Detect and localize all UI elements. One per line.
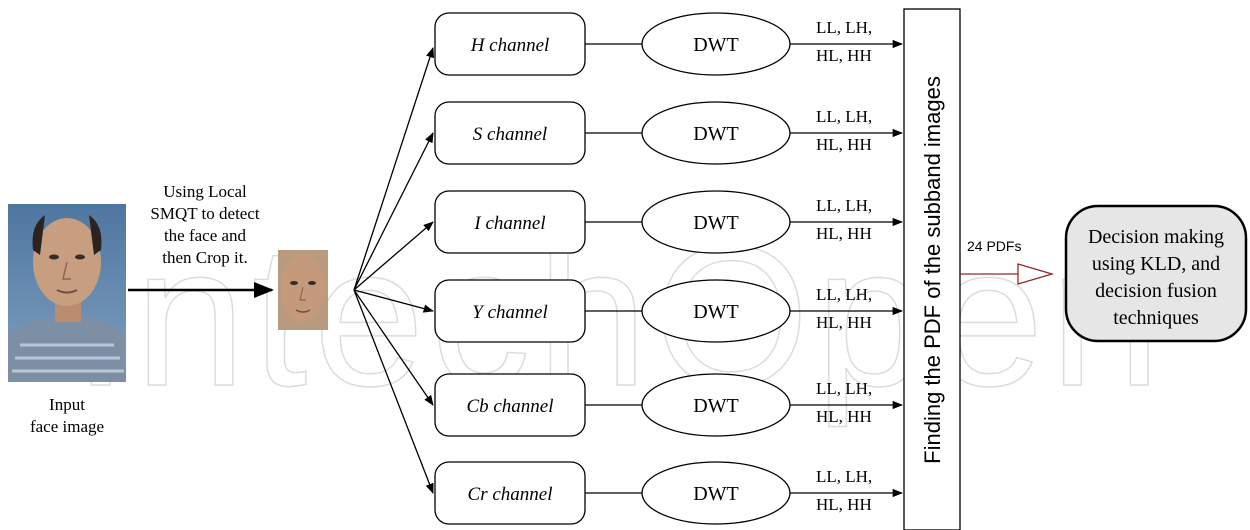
pdf-to-decision-arrow (960, 263, 1055, 285)
dwt-label-cb: DWT (693, 395, 739, 417)
subband-line2-h: HL, HH (816, 46, 872, 65)
pdf-block (903, 8, 961, 530)
decision-line-2: using KLD, and (1092, 253, 1220, 275)
input-label-line2: face image (30, 417, 104, 436)
channel-label-y: Y channel (472, 302, 547, 323)
detect-line-2: SMQT to detect (150, 204, 260, 223)
detect-line-1: Using Local (163, 182, 247, 201)
subband-line1-cb: LL, LH, (816, 379, 872, 398)
subband-line1-y: LL, LH, (816, 285, 872, 304)
subband-line2-cr: HL, HH (816, 495, 872, 514)
watermark-text: IntechOpen (73, 205, 1167, 428)
channel-row-cr: Cr channel DWT LL, LH, HL, HH (434, 461, 904, 525)
channel-row-h: H channel DWT LL, LH, HL, HH (434, 12, 904, 76)
decision-box (1064, 204, 1248, 343)
cropped-face (278, 250, 328, 330)
dwt-label-y: DWT (693, 301, 739, 323)
decision-line-1: Decision making (1088, 226, 1224, 248)
subband-line1-cr: LL, LH, (816, 467, 872, 486)
subband-line1-h: LL, LH, (816, 18, 872, 37)
channel-label-cr: Cr channel (468, 484, 553, 505)
channel-label-i: I channel (473, 213, 545, 234)
subband-line1-i: LL, LH, (816, 196, 872, 215)
dwt-label-h: DWT (693, 34, 739, 56)
channel-label-s: S channel (473, 124, 547, 145)
channel-row-cb: Cb channel DWT LL, LH, HL, HH (434, 373, 904, 437)
decision-line-4: techniques (1113, 307, 1199, 329)
pdf-block-label: Finding the PDF of the subband images (920, 76, 945, 464)
fanout-arrows (353, 47, 435, 494)
channel-label-h: H channel (470, 35, 550, 56)
detect-line-3: the face and (164, 226, 247, 245)
detect-line-4: then Crop it. (162, 248, 247, 267)
subband-line2-i: HL, HH (816, 224, 872, 243)
channel-row-i: I channel DWT LL, LH, HL, HH (434, 190, 904, 254)
channel-row-s: S channel DWT LL, LH, HL, HH (434, 101, 904, 165)
input-face-photo (8, 204, 126, 382)
dwt-label-cr: DWT (693, 483, 739, 505)
channel-label-cb: Cb channel (466, 396, 553, 417)
pdf-count-label: 24 PDFs (967, 238, 1021, 254)
subband-line2-cb: HL, HH (816, 407, 872, 426)
decision-line-3: decision fusion (1095, 280, 1217, 302)
dwt-label-i: DWT (693, 212, 739, 234)
dwt-label-s: DWT (693, 123, 739, 145)
subband-line2-y: HL, HH (816, 313, 872, 332)
subband-line2-s: HL, HH (816, 135, 872, 154)
input-label-line1: Input (49, 395, 85, 414)
subband-line1-s: LL, LH, (816, 107, 872, 126)
decision-text: Decision making using KLD, and decision … (1088, 226, 1224, 329)
detect-step-text: Using Local SMQT to detect the face and … (150, 182, 260, 267)
channel-row-y: Y channel DWT LL, LH, HL, HH (434, 279, 904, 343)
